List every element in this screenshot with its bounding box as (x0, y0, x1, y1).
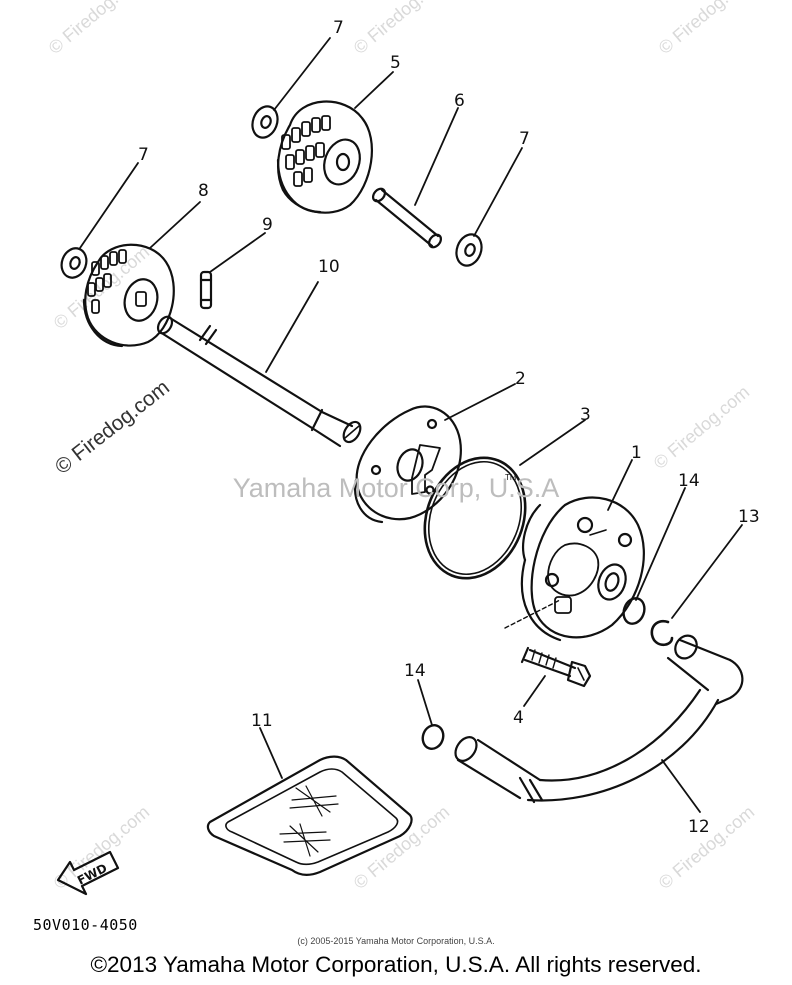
part-label-7-right: 7 (519, 129, 530, 149)
part-8-gear (82, 243, 175, 348)
trademark-mark: TM (505, 473, 517, 482)
part-9-dowel (199, 270, 213, 310)
part-7-washer-top (251, 105, 279, 139)
part-10-shaft (156, 315, 362, 448)
part-label-5: 5 (390, 53, 401, 73)
part-label-1: 1 (631, 443, 642, 463)
center-watermark: Yamaha Motor Corp, U.S.A (233, 473, 560, 503)
firedog-watermark-main: © Firedog.com (51, 376, 174, 479)
part-label-12: 12 (688, 817, 710, 837)
watermark-text: © Firedog.com (655, 0, 758, 58)
part-label-4: 4 (513, 708, 524, 728)
part-7-washer-left (60, 247, 88, 279)
part-7-washer-right (455, 233, 483, 267)
part-11-strainer (206, 755, 413, 876)
part-label-3: 3 (580, 405, 591, 425)
part-4-screw (504, 599, 592, 688)
main-copyright: ©2013 Yamaha Motor Corporation, U.S.A. A… (90, 952, 702, 977)
part-label-9: 9 (262, 215, 273, 235)
part-6-pin (371, 187, 443, 249)
part-label-11: 11 (251, 711, 273, 731)
part-13-circlip (650, 619, 674, 647)
watermark-text: © Firedog.com (650, 382, 753, 473)
part-label-14-lower: 14 (404, 661, 426, 681)
part-number-labels: 7 5 6 7 7 8 9 10 2 3 1 14 13 4 14 11 12 … (75, 18, 760, 888)
part-2-plate (354, 405, 462, 524)
part-label-14-upper: 14 (678, 471, 700, 491)
part-label-13: 13 (738, 507, 760, 527)
part-5-gear (276, 100, 373, 214)
watermark-text: © Firedog.com (45, 0, 148, 58)
small-copyright: (c) 2005-2015 Yamaha Motor Corporation, … (297, 936, 495, 946)
part-label-6: 6 (454, 91, 465, 111)
watermark-layer: © Firedog.com © Firedog.com © Firedog.co… (45, 0, 758, 893)
part-label-7-top: 7 (333, 18, 344, 38)
watermark-text: © Firedog.com (50, 802, 153, 893)
fwd-arrow-icon (56, 850, 120, 896)
diagram-code: 50V010-4050 (33, 916, 138, 934)
part-14-o-ring-upper (622, 597, 646, 625)
watermark-text: © Firedog.com (350, 0, 453, 58)
part-label-7-left: 7 (138, 145, 149, 165)
part-12-pipe (454, 634, 744, 804)
part-label-8: 8 (198, 181, 209, 201)
part-1-pump-housing (520, 496, 645, 642)
part-3-o-ring (423, 456, 527, 580)
part-14-o-ring-lower (421, 724, 445, 750)
watermark-text: © Firedog.com (350, 802, 453, 893)
part-label-10: 10 (318, 257, 340, 277)
leader-lines (79, 37, 743, 813)
watermark-text: © Firedog.com (655, 802, 758, 893)
part-label-2: 2 (515, 369, 526, 389)
